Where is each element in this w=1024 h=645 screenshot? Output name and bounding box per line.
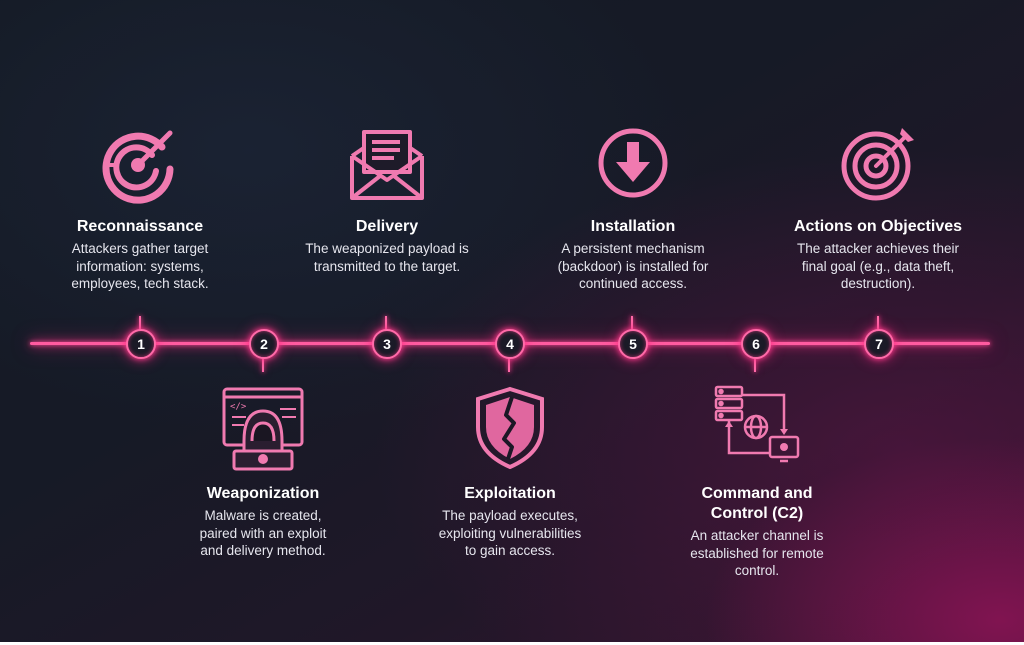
step-description-delivery: The weaponized payload is transmitted to… bbox=[305, 241, 469, 274]
envelope-icon bbox=[350, 130, 424, 200]
cracked-shield-icon bbox=[476, 386, 544, 470]
connector-tick bbox=[877, 316, 879, 332]
step-description-reconnaissance: Attackers gather target information: sys… bbox=[71, 241, 209, 291]
step-node-7: 7 bbox=[864, 329, 894, 359]
hacker-computer-icon: </> bbox=[222, 387, 304, 471]
step-node-5: 5 bbox=[618, 329, 648, 359]
connector-tick bbox=[385, 316, 387, 332]
step-description-command-and-control: An attacker channel is established for r… bbox=[690, 528, 824, 578]
step-description-installation: A persistent mechanism (backdoor) is ins… bbox=[557, 241, 709, 291]
step-title-delivery: Delivery bbox=[355, 218, 419, 235]
step-title-actions-on-objectives: Actions on Objectives bbox=[793, 218, 963, 235]
step-node-3: 3 bbox=[372, 329, 402, 359]
step-title-weaponization: Weaponization bbox=[206, 485, 320, 502]
step-title-installation: Installation bbox=[590, 218, 676, 235]
step-node-6: 6 bbox=[741, 329, 771, 359]
step-node-1: 1 bbox=[126, 329, 156, 359]
connector-tick bbox=[508, 356, 510, 372]
radar-target-icon bbox=[102, 130, 174, 204]
svg-text:</>: </> bbox=[230, 402, 247, 412]
step-description-weaponization: Malware is created, paired with an explo… bbox=[199, 508, 327, 558]
bullseye-arrow-icon bbox=[841, 128, 914, 201]
step-title-command-and-control: Command and Control (C2) bbox=[701, 485, 813, 522]
step-node-4: 4 bbox=[495, 329, 525, 359]
connector-tick bbox=[754, 356, 756, 372]
download-arrow-icon bbox=[598, 128, 668, 198]
connector-tick bbox=[262, 356, 264, 372]
connector-tick bbox=[631, 316, 633, 332]
step-description-actions-on-objectives: The attacker achieves their final goal (… bbox=[796, 241, 960, 291]
connector-tick bbox=[139, 316, 141, 332]
step-title-exploitation: Exploitation bbox=[464, 485, 556, 502]
step-title-reconnaissance: Reconnaissance bbox=[76, 218, 204, 235]
step-node-2: 2 bbox=[249, 329, 279, 359]
step-description-exploitation: The payload executes, exploiting vulnera… bbox=[438, 508, 582, 558]
server-network-icon bbox=[714, 385, 800, 463]
